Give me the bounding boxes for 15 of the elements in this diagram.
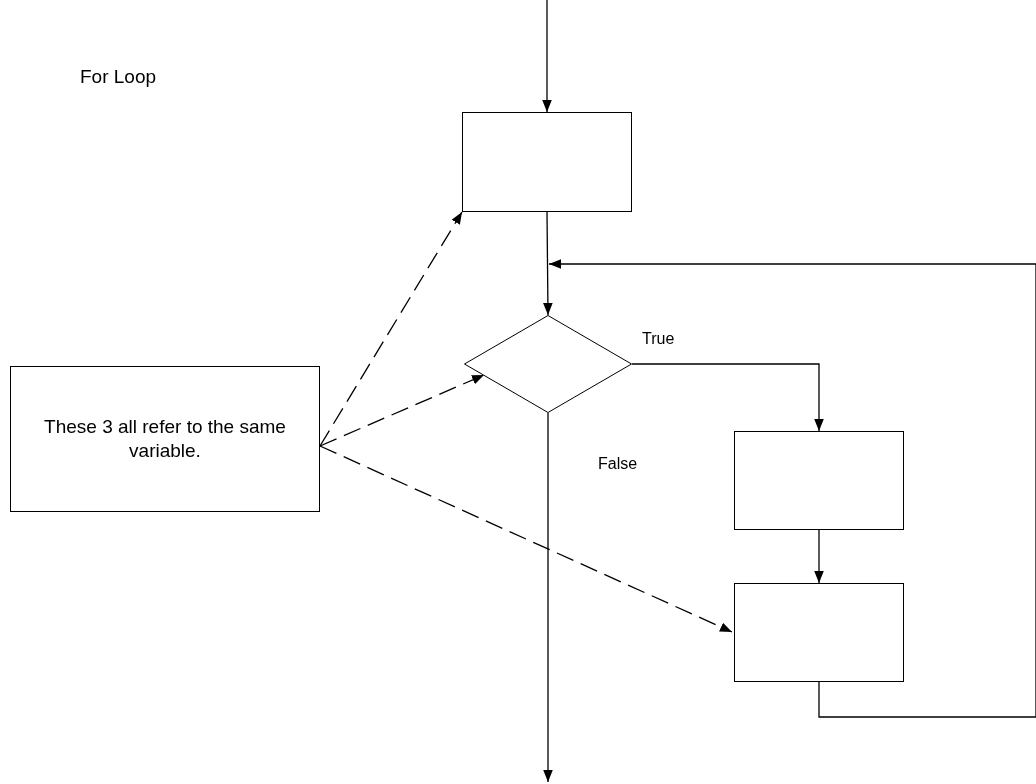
diagram-title: For Loop bbox=[80, 66, 157, 88]
process-box bbox=[734, 431, 904, 530]
note-box bbox=[10, 366, 320, 512]
dashed-arrow bbox=[319, 445, 733, 633]
arrow bbox=[814, 529, 824, 584]
dashed-arrow bbox=[319, 211, 463, 447]
arrow bbox=[542, 0, 552, 113]
arrow bbox=[543, 412, 553, 783]
arrow bbox=[631, 363, 824, 432]
arrow bbox=[548, 259, 1036, 718]
dashed-arrow bbox=[319, 374, 485, 447]
process-box bbox=[734, 583, 904, 682]
arrow bbox=[543, 211, 553, 316]
note-text: These 3 all refer to the same variable. bbox=[43, 415, 287, 463]
process-box bbox=[462, 112, 632, 212]
